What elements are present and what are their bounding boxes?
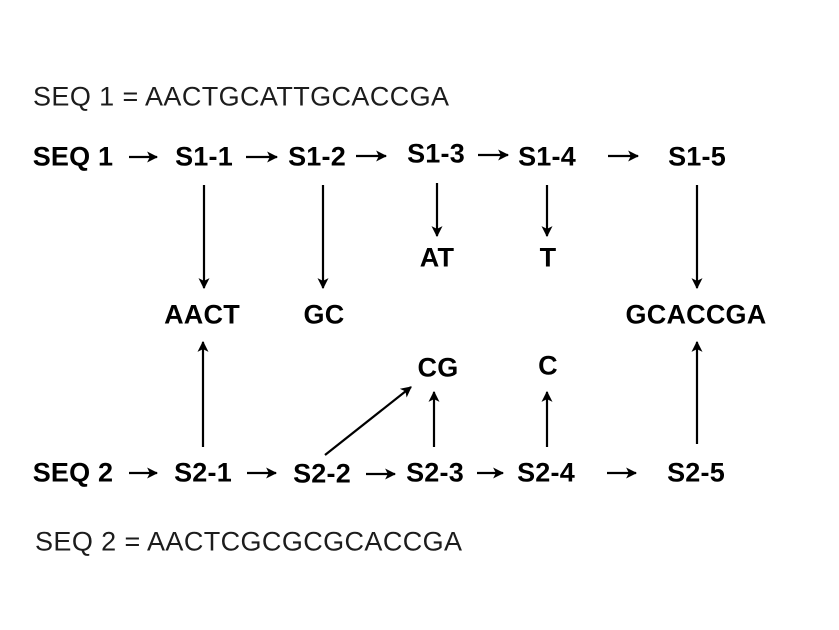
seq2-chain-label: SEQ 2 [32, 457, 114, 488]
node-s1-1: S1-1 [175, 141, 233, 172]
node-s1-3: S1-3 [407, 138, 465, 169]
node-s1-5: S1-5 [668, 141, 726, 172]
fragment-gc: GC [303, 299, 345, 330]
node-s2-1: S2-1 [174, 457, 232, 488]
node-s2-4: S2-4 [517, 457, 575, 488]
arrow-s2-2-to-cg-diagonal [324, 386, 412, 456]
seq2-definition: SEQ 2 = AACTCGCGCGCACCGA [35, 526, 463, 557]
seq1-chain-label: SEQ 1 [32, 141, 114, 172]
node-s2-3: S2-3 [406, 457, 464, 488]
fragment-gcaccga: GCACCGA [625, 299, 767, 330]
node-s1-2: S1-2 [288, 141, 346, 172]
node-s1-4: S1-4 [518, 141, 576, 172]
fragment-aact: AACT [164, 299, 240, 330]
fragment-at: AT [419, 242, 455, 273]
fragment-c: C [538, 350, 558, 381]
seq1-definition: SEQ 1 = AACTGCATTGCACCGA [33, 81, 450, 112]
fragment-cg: CG [417, 352, 459, 383]
node-s2-2: S2-2 [293, 458, 351, 489]
fragment-t: T [539, 242, 557, 273]
node-s2-5: S2-5 [667, 457, 725, 488]
